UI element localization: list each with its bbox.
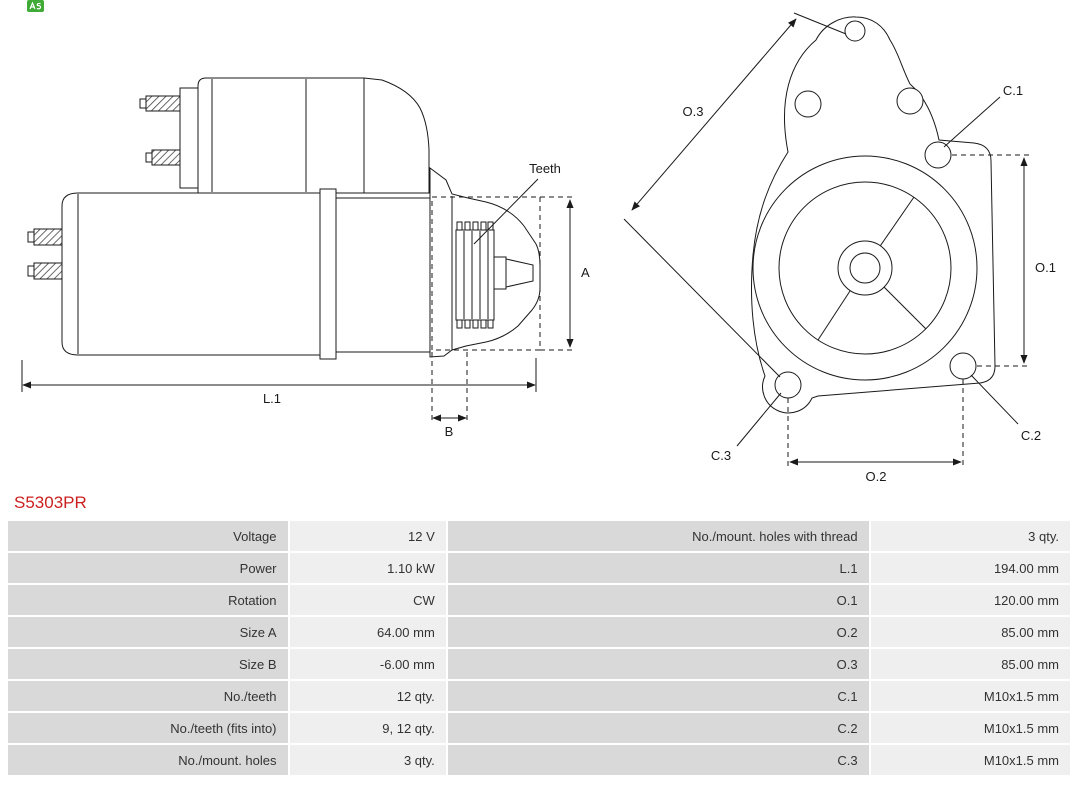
label-dim-a: A	[581, 265, 590, 280]
spec-label: Size B	[8, 649, 288, 679]
spec-label: C.2	[447, 713, 869, 743]
brand-logo-icon	[27, 0, 44, 12]
label-dim-b: B	[445, 424, 454, 439]
spec-label: No./teeth	[8, 681, 288, 711]
top-lobe-right	[896, 87, 924, 115]
spec-label: C.3	[447, 745, 869, 775]
motor-band	[319, 188, 337, 360]
spec-value: 194.00 mm	[870, 553, 1070, 583]
dim-l1: L.1	[21, 358, 537, 406]
dim-o1: O.1	[952, 154, 1056, 367]
spec-value: CW	[289, 585, 446, 615]
table-row: Size B -6.00 mm O.3 85.00 mm	[8, 649, 1070, 679]
solenoid-taper	[363, 77, 430, 194]
label-dim-l1: L.1	[263, 391, 281, 406]
label-dim-o1: O.1	[1035, 260, 1056, 275]
spec-label: Voltage	[8, 521, 288, 551]
spec-label: L.1	[447, 553, 869, 583]
spec-value: 120.00 mm	[870, 585, 1070, 615]
spec-label: Rotation	[8, 585, 288, 615]
spec-table: Voltage 12 V No./mount. holes with threa…	[6, 519, 1072, 777]
dim-c2: C.2	[970, 374, 1041, 443]
mounting-hole-c1	[924, 141, 952, 169]
dim-c3: C.3	[711, 392, 782, 463]
spec-value: 9, 12 qty.	[289, 713, 446, 743]
drawings-svg: A B L.1 Teeth	[21, 12, 1056, 484]
spec-value: 3 qty.	[870, 521, 1070, 551]
spec-label: Size A	[8, 617, 288, 647]
solenoid-terminal-bolt	[145, 95, 182, 112]
gear-shaft	[493, 256, 507, 290]
label-dim-c2: C.2	[1021, 428, 1041, 443]
table-row: No./teeth 12 qty. C.1 M10x1.5 mm	[8, 681, 1070, 711]
motor-body-rear	[335, 197, 431, 353]
dim-c1: C.1	[943, 83, 1023, 148]
table-row: Size A 64.00 mm O.2 85.00 mm	[8, 617, 1070, 647]
dim-o3: O.3	[623, 12, 847, 378]
spec-label: No./mount. holes with thread	[447, 521, 869, 551]
spec-value: 85.00 mm	[870, 617, 1070, 647]
spec-label: No./mount. holes	[8, 745, 288, 775]
spec-value: 12 qty.	[289, 681, 446, 711]
motor-body	[61, 192, 331, 356]
label-teeth: Teeth	[529, 161, 561, 176]
spec-value: M10x1.5 mm	[870, 713, 1070, 743]
front-view: O.3 C.1 O.1 C.2	[623, 12, 1056, 484]
table-row: No./teeth (fits into) 9, 12 qty. C.2 M10…	[8, 713, 1070, 743]
solenoid-end-cap	[179, 87, 199, 189]
spec-value: 3 qty.	[289, 745, 446, 775]
technical-drawings: A B L.1 Teeth	[21, 12, 1056, 484]
top-ear-hole	[844, 20, 866, 42]
solenoid-body	[197, 77, 365, 194]
spec-value: 12 V	[289, 521, 446, 551]
spec-label: O.1	[447, 585, 869, 615]
dim-a: A	[540, 196, 590, 351]
table-row: Rotation CW O.1 120.00 mm	[8, 585, 1070, 615]
spec-label: O.3	[447, 649, 869, 679]
label-dim-c1: C.1	[1003, 83, 1023, 98]
shaft-nose	[505, 258, 534, 288]
spec-value: 64.00 mm	[289, 617, 446, 647]
spec-value: M10x1.5 mm	[870, 745, 1070, 775]
teeth-callout: Teeth	[473, 161, 561, 245]
label-dim-c3: C.3	[711, 448, 731, 463]
label-dim-o2: O.2	[866, 469, 887, 484]
top-lobe-left	[794, 90, 822, 118]
body-stud	[33, 228, 64, 246]
spec-value: M10x1.5 mm	[870, 681, 1070, 711]
spec-label: O.2	[447, 617, 869, 647]
body-stud	[33, 262, 64, 280]
shaft-circle	[849, 252, 881, 284]
dim-o2: O.2	[787, 379, 964, 484]
spec-label: No./teeth (fits into)	[8, 713, 288, 743]
dim-b: B	[431, 352, 468, 439]
spec-label: Power	[8, 553, 288, 583]
spec-value: 1.10 kW	[289, 553, 446, 583]
side-view: A B L.1 Teeth	[21, 77, 590, 439]
table-row: Power 1.10 kW L.1 194.00 mm	[8, 553, 1070, 583]
pinion-gear	[455, 221, 534, 329]
mounting-hole-c2	[949, 352, 977, 380]
spec-value: -6.00 mm	[289, 649, 446, 679]
label-dim-o3: O.3	[683, 104, 704, 119]
table-row: Voltage 12 V No./mount. holes with threa…	[8, 521, 1070, 551]
brand-logo	[27, 0, 44, 13]
spec-label: C.1	[447, 681, 869, 711]
solenoid-terminal-bolt	[151, 149, 182, 166]
spec-value: 85.00 mm	[870, 649, 1070, 679]
part-number: S5303PR	[14, 493, 87, 512]
table-row: No./mount. holes 3 qty. C.3 M10x1.5 mm	[8, 745, 1070, 775]
